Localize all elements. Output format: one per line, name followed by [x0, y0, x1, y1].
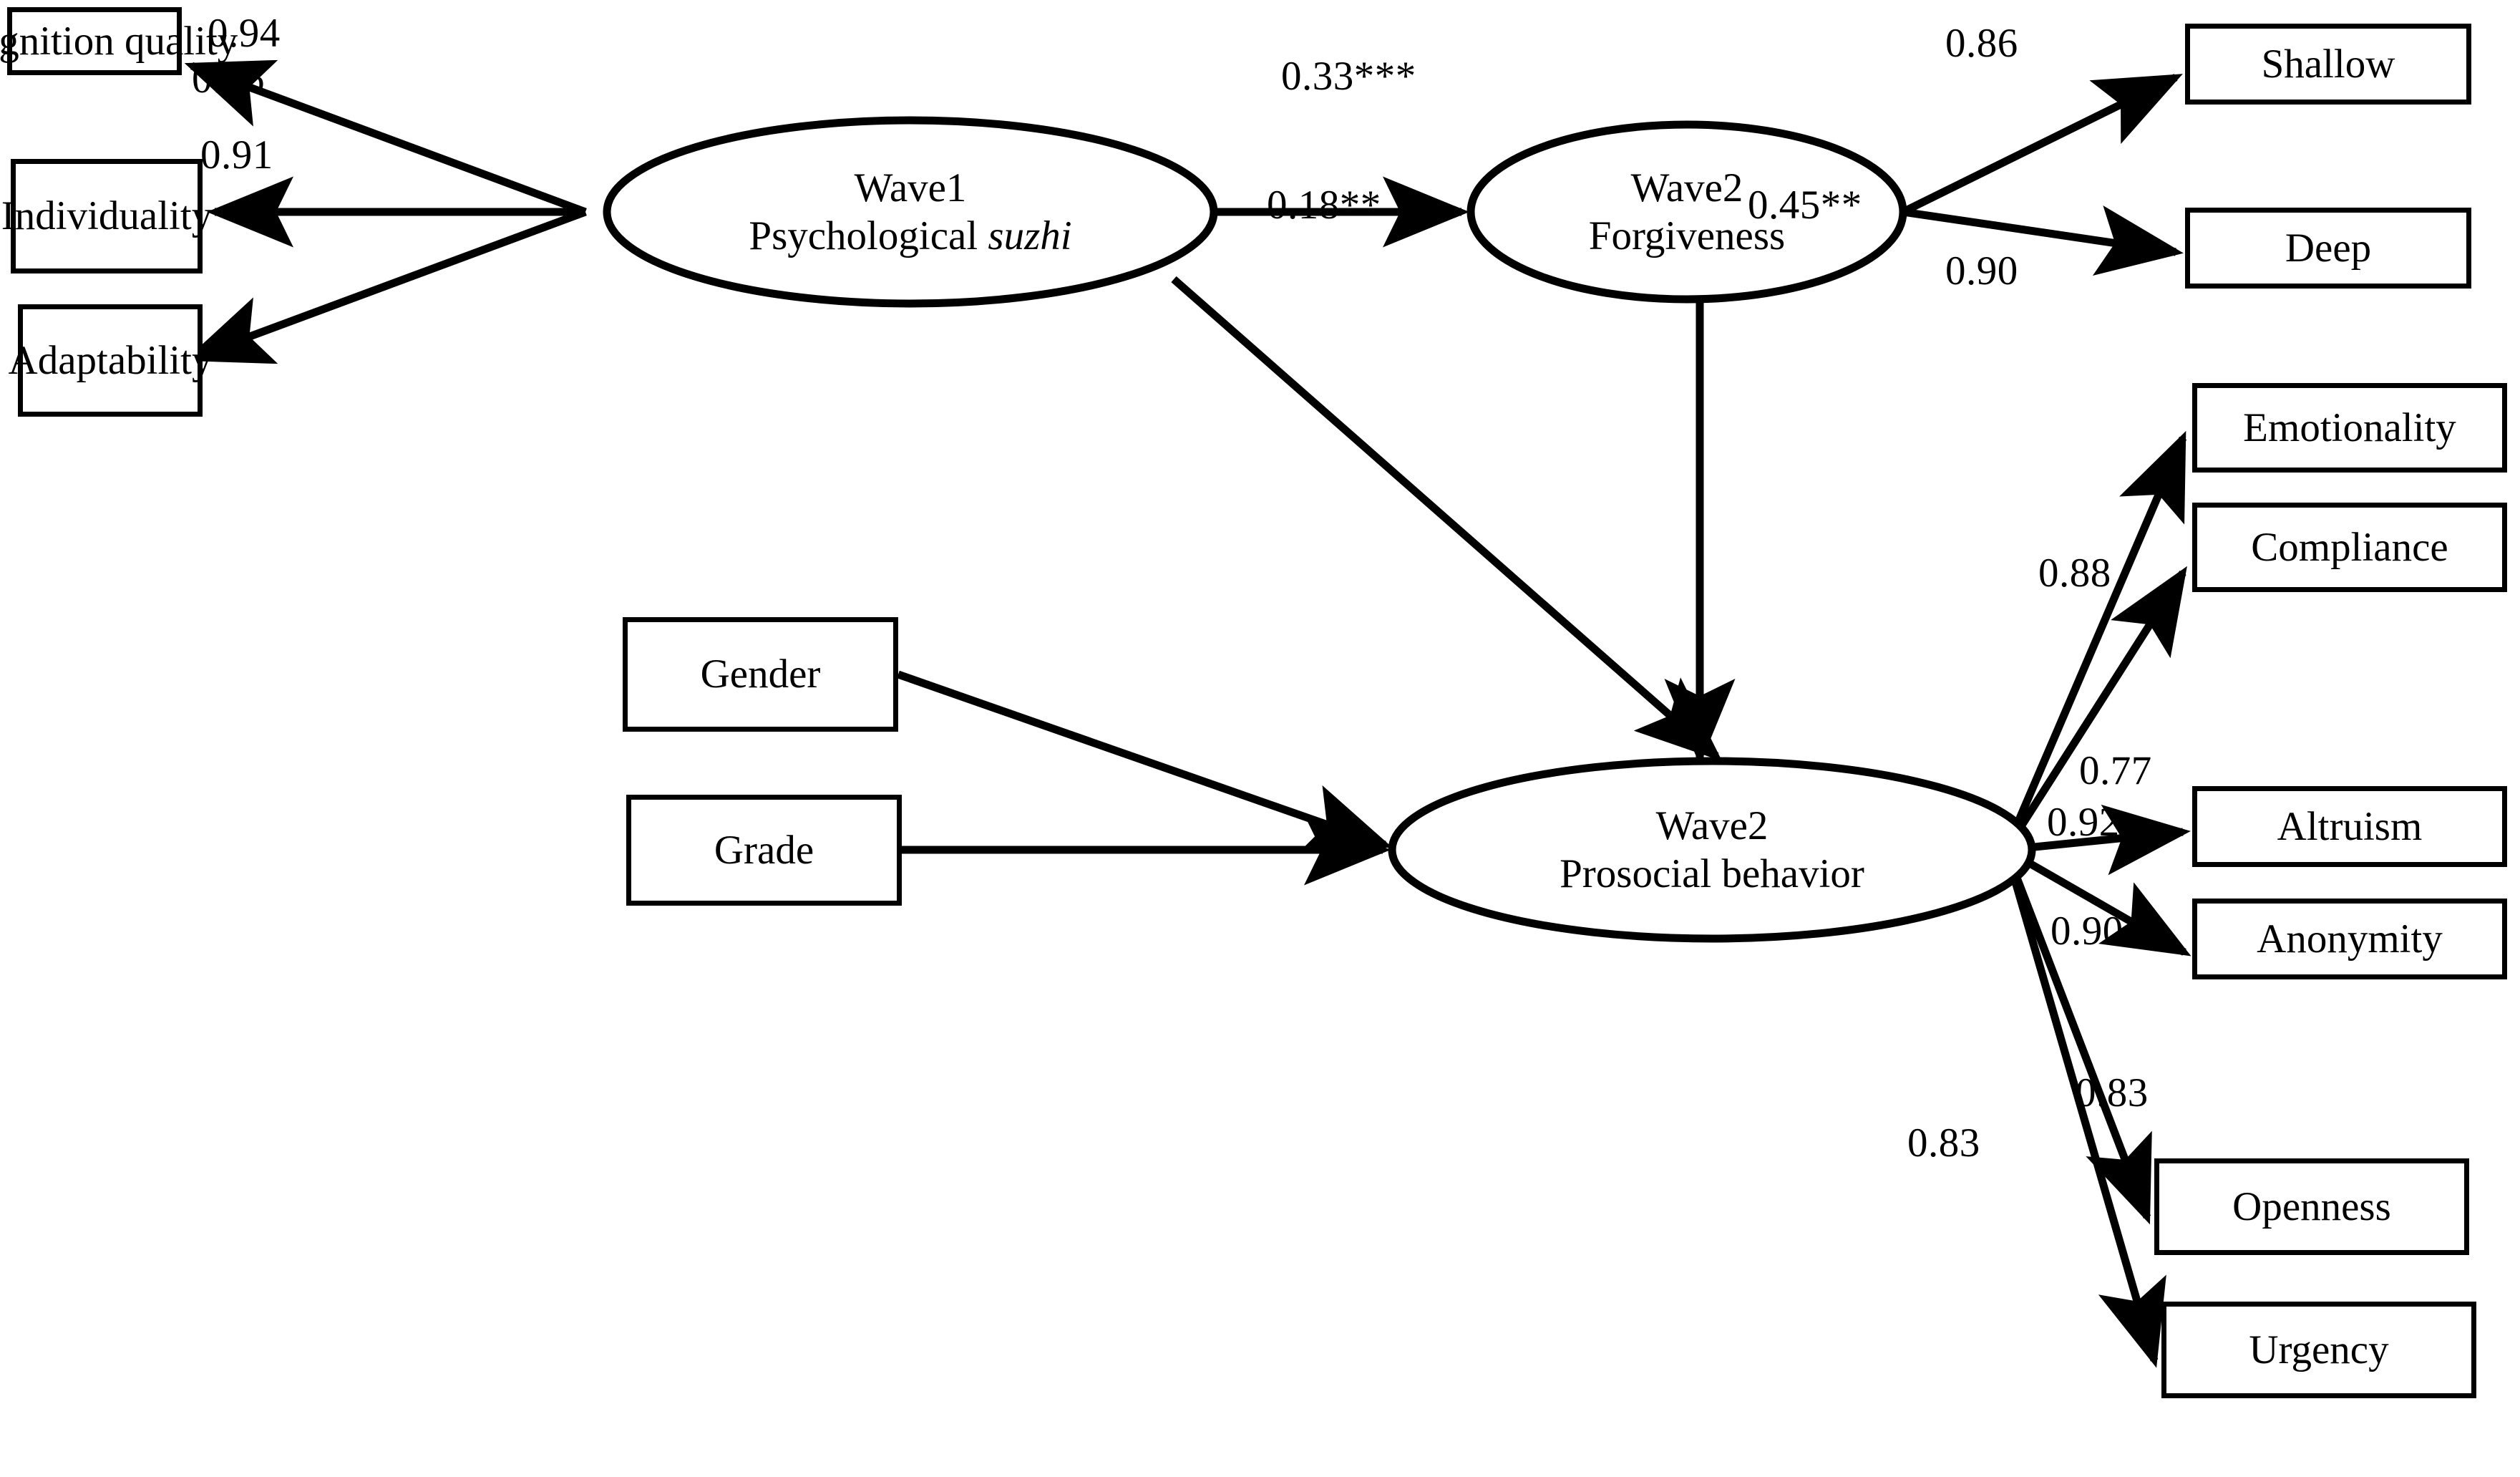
observed-label-grade: Grade [714, 827, 814, 873]
observed-label-urgency: Urgency [2249, 1327, 2389, 1372]
latent-label-line1: Wave2 [1655, 803, 1769, 848]
coefficient-forgiveness-to-shallow: 0.86 [1945, 21, 2018, 66]
observed-label-gender: Gender [700, 652, 821, 697]
coefficient-suzhi-to-cognition-quality: 0.94 [208, 11, 281, 56]
arrow-forgiveness-to-shallow [1901, 74, 2183, 216]
observed-box-anonymity: Anonymity [2192, 899, 2507, 979]
observed-box-altruism: Altruism [2192, 786, 2507, 867]
coefficient-prosocial-to-openness: 0.83 [2076, 1070, 2149, 1115]
latent-label-line1: Wave2 [1630, 165, 1743, 210]
observed-box-grade: Grade [626, 795, 902, 906]
latent-label-line2: Psychological suzhi [749, 212, 1071, 260]
latent-wave1-psychological-suzhi: Wave1 Psychological suzhi [607, 120, 1214, 304]
coefficient-prosocial-to-emotionality: 0.88 [2038, 551, 2111, 596]
observed-label-deep: Deep [2285, 225, 2372, 271]
observed-box-gender: Gender [623, 617, 898, 732]
arrow-suzhi-to-prosocial [1171, 276, 1723, 762]
coefficient-suzhi-to-prosocial: 0.18** [1267, 183, 1381, 228]
observed-box-emotionality: Emotionality [2192, 383, 2507, 473]
observed-label-openness: Openness [2232, 1183, 2391, 1229]
observed-box-shallow: Shallow [2185, 24, 2471, 105]
observed-label-compliance: Compliance [2251, 524, 2448, 570]
latent-label-line2-prefix: Psychological [749, 213, 988, 258]
observed-label-cognition-quality: Cognition quality [0, 18, 238, 64]
observed-label-altruism: Altruism [2277, 803, 2423, 849]
coefficient-suzhi-to-individuality: 0.96 [192, 57, 265, 102]
observed-box-deep: Deep [2185, 208, 2471, 289]
coefficient-forgiveness-to-deep: 0.90 [1945, 248, 2018, 294]
arrow-gender-to-prosocial [897, 670, 1393, 853]
arrow-forgiveness-to-deep [1902, 205, 2184, 276]
observed-box-cognition-quality: Cognition quality [0, 7, 238, 75]
coefficient-prosocial-to-compliance: 0.77 [2079, 748, 2152, 793]
observed-box-adaptability: Adaptability [9, 304, 212, 417]
coefficient-prosocial-to-altruism: 0.92 [2047, 800, 2120, 845]
latent-label-line2-italic: suzhi [988, 213, 1072, 258]
latent-wave2-prosocial-behavior: Wave2 Prosocial behavior [1392, 761, 2032, 939]
observed-box-urgency: Urgency [2161, 1302, 2476, 1398]
coefficient-suzhi-to-forgiveness: 0.33*** [1281, 54, 1416, 99]
coefficient-prosocial-to-anonymity: 0.90 [2050, 909, 2123, 954]
coefficient-suzhi-to-adaptability: 0.91 [200, 132, 273, 178]
observed-label-anonymity: Anonymity [2257, 916, 2443, 962]
observed-box-compliance: Compliance [2192, 503, 2507, 592]
observed-label-individuality: Individuality [1, 193, 213, 239]
latent-label-line2: Forgiveness [1588, 213, 1786, 258]
latent-wave2-forgiveness: Wave2 Forgiveness [1471, 125, 1903, 299]
observed-label-shallow: Shallow [2261, 41, 2395, 87]
observed-box-individuality: Individuality [1, 159, 212, 273]
arrow-suzhi-to-adaptability [184, 208, 587, 364]
coefficient-forgiveness-to-prosocial: 0.45** [1748, 183, 1862, 228]
latent-label-line2: Prosocial behavior [1560, 851, 1864, 896]
observed-label-adaptability: Adaptability [8, 337, 213, 383]
observed-label-emotionality: Emotionality [2243, 405, 2456, 450]
latent-label-line1: Wave1 [854, 165, 967, 210]
observed-box-openness: Openness [2154, 1158, 2469, 1255]
coefficient-prosocial-to-urgency: 0.83 [1907, 1120, 1980, 1166]
